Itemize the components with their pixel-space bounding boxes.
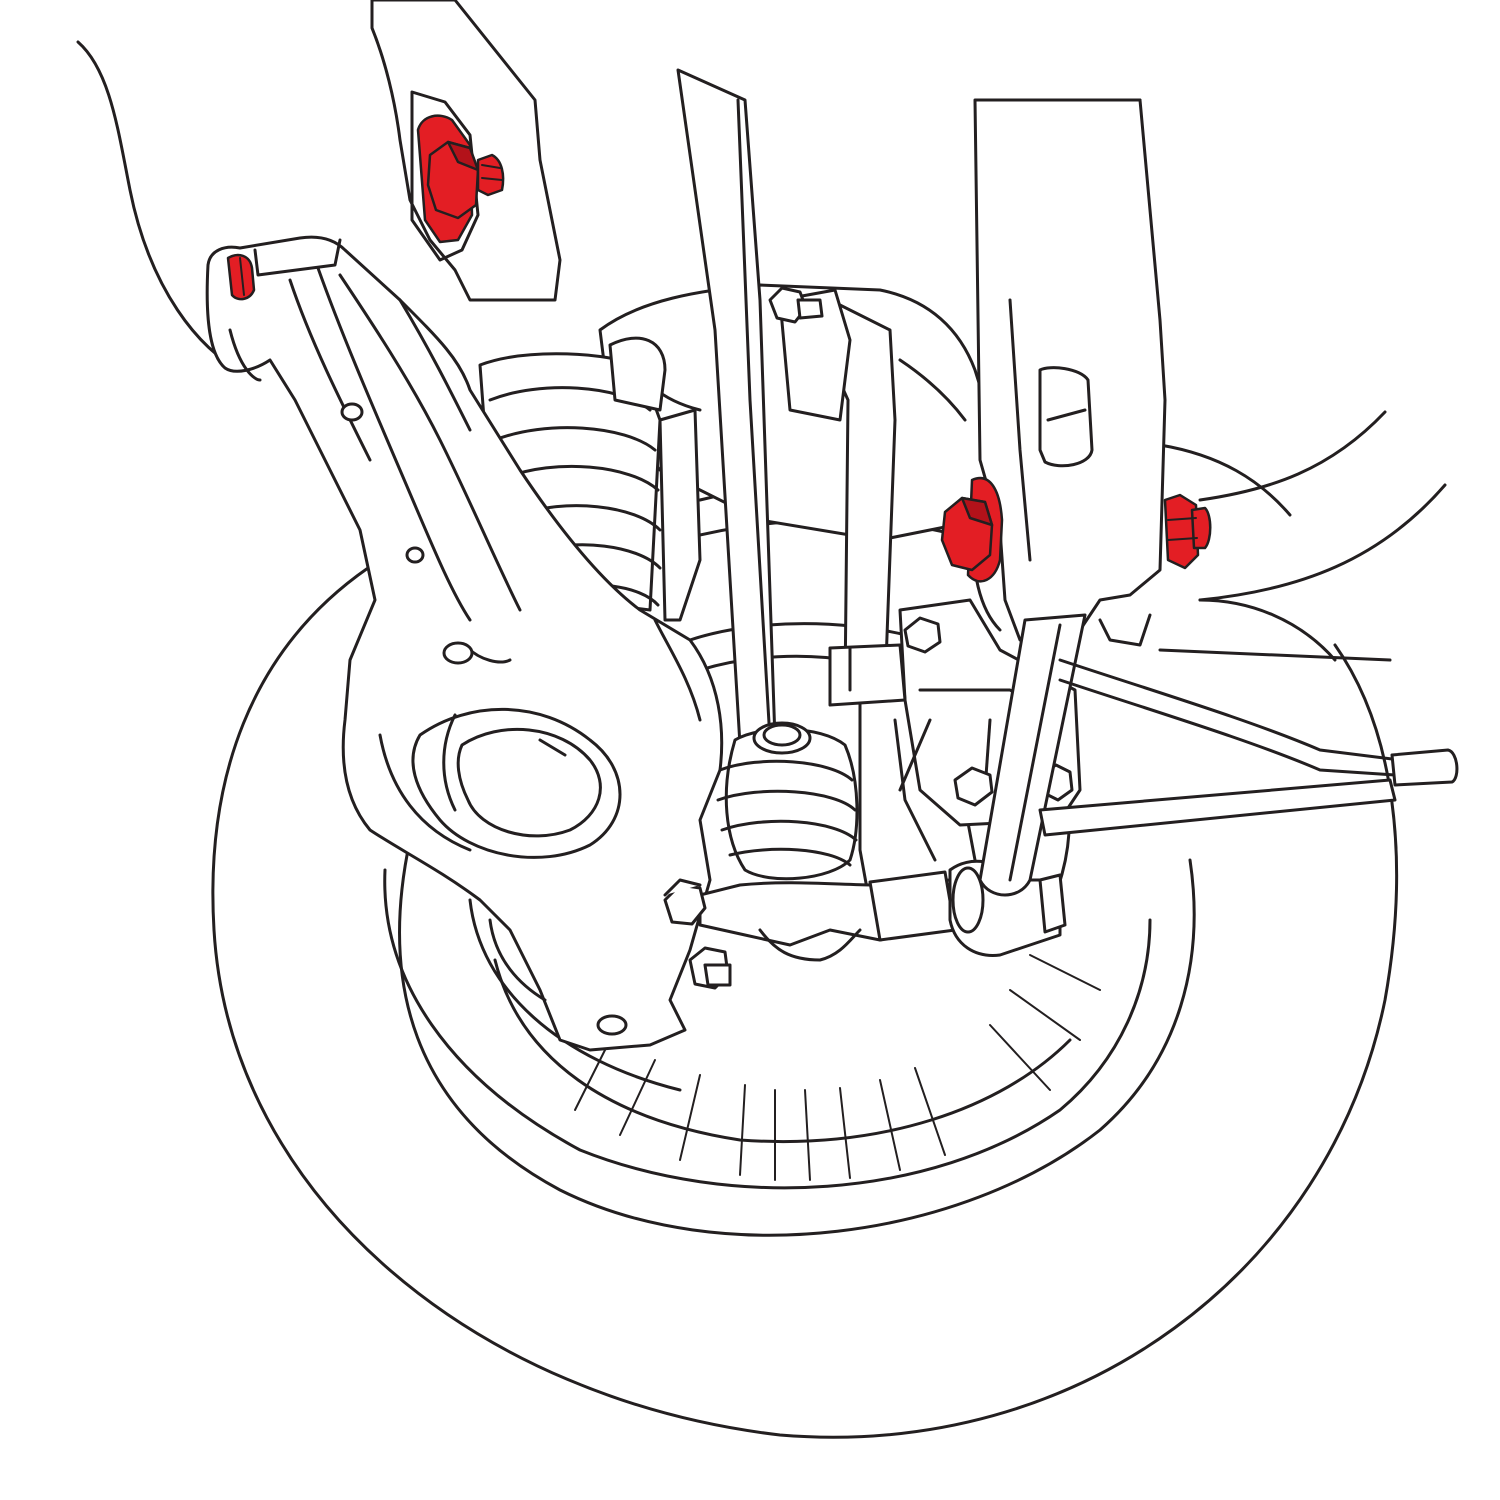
toe-link (698, 870, 962, 962)
subframe (598, 283, 1002, 702)
upper-arm-bushing-sleeve (226, 253, 256, 301)
bushing-icon (226, 253, 256, 301)
control-arm-flange-nut (940, 477, 1004, 583)
control-arm-bolt-end (1163, 493, 1212, 570)
wheel-spokes (574, 954, 1101, 1181)
lower-control-arm (978, 613, 1087, 897)
subframe-bolt (768, 286, 824, 324)
lower-bolts (663, 878, 732, 990)
upper-control-arm (205, 235, 724, 1052)
drive-axle (676, 68, 777, 752)
cv-boot (716, 721, 859, 881)
bolt-end-icon (1163, 493, 1212, 570)
brake-cable (1038, 658, 1459, 837)
upper-arm-mount-bolt-nut (410, 90, 505, 262)
hex-nut-bolt-icon (426, 140, 505, 220)
trailing-arm (972, 98, 1167, 647)
tire (211, 566, 1399, 1439)
shock-absorber (658, 408, 702, 622)
hex-flange-nut-icon (940, 496, 994, 572)
body-panel-right (1132, 98, 1447, 662)
knuckle-bracket (828, 643, 907, 707)
toe-link-end (948, 859, 1067, 957)
